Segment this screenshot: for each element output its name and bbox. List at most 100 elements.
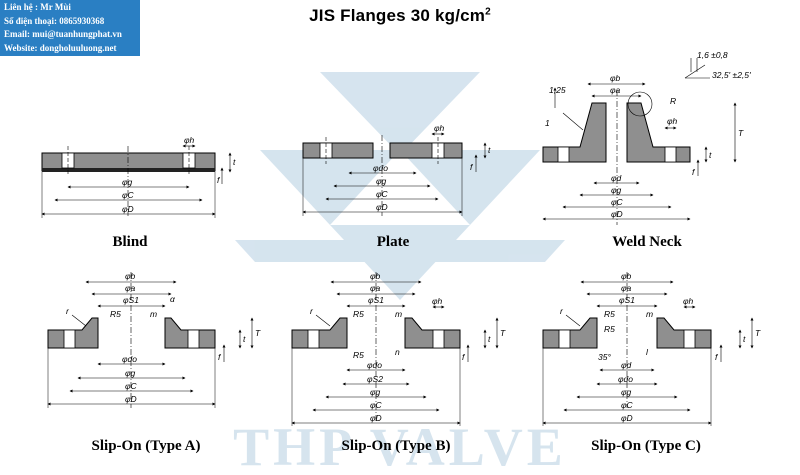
slipon-a-dim-S1: φS1 [123, 295, 139, 305]
slipon-b-dim-do: φdo [367, 360, 382, 370]
slipon-b-dim-h: φh [432, 296, 443, 306]
slipon-b-dim-b: φb [370, 271, 381, 281]
plate-dim-h: φh [434, 123, 445, 133]
weldneck-dim-T: T [738, 128, 744, 138]
slipon-c-dim-C: φC [621, 400, 634, 410]
slipon-a-dim-r: r [66, 306, 70, 316]
weldneck-dim-g: φg [611, 185, 622, 195]
weld-neck-label: Weld Neck [612, 234, 682, 250]
blind-dim-h: φh [184, 135, 195, 145]
plate-dim-g: φg [376, 176, 387, 186]
slipon-b-dim-T: T [500, 328, 506, 338]
slipon-c-dim-m: m [646, 309, 653, 319]
contact-website[interactable]: Website: dongholuuluong.net [4, 42, 117, 53]
slipon-a-dim-f: f [218, 352, 222, 362]
slipon-a-dim-g: φg [125, 368, 136, 378]
plate-label: Plate [377, 234, 410, 250]
slipon-b-dim-S2: φS2 [367, 374, 383, 384]
weldneck-dim-gap: 1,6 ±0,8 [697, 50, 728, 60]
contact-phone: Số điện thoại: 0865930368 [4, 15, 105, 26]
weldneck-dim-b: φb [610, 73, 621, 83]
slipon-c-dim-l: l [646, 347, 649, 357]
weldneck-dim-C: φC [611, 197, 624, 207]
slip-on-type-a-label: Slip-On (Type A) [92, 438, 201, 454]
blind-label: Blind [112, 234, 148, 250]
blind-dim-f: f [217, 175, 221, 185]
slipon-a-dim-do: φdo [122, 354, 137, 364]
slipon-b-dim-m: m [395, 309, 402, 319]
weldneck-dim-angle: 32,5' ±2,5' [712, 70, 751, 80]
weldneck-dim-1: 1 [545, 118, 550, 128]
slipon-b-dim-R5a: R5 [353, 309, 364, 319]
slipon-b-dim-n: n [395, 347, 400, 357]
weldneck-dim-t: t [709, 150, 712, 160]
blind-flange-drawing [41, 144, 232, 218]
slipon-c-dim-h: φh [683, 296, 694, 306]
slipon-c-dim-D: φD [621, 413, 633, 423]
slipon-c-dim-T: T [755, 328, 761, 338]
slipon-c-dim-t: t [743, 334, 746, 344]
blind-dim-t: t [233, 157, 236, 167]
slipon-c-dim-r: r [560, 306, 564, 316]
slipon-b-dim-a: φa [370, 283, 381, 293]
slipon-a-dim-D: φD [125, 394, 137, 404]
weldneck-dim-a: φa [610, 85, 621, 95]
weldneck-dim-R: R [670, 96, 676, 106]
slipon-c-dim-f: f [715, 352, 719, 362]
watermark-logo [235, 72, 565, 300]
slip-on-type-a-drawing [47, 272, 254, 408]
title-text: JIS Flanges 30 kg/cm [309, 6, 486, 25]
page-title: JIS Flanges 30 kg/cm2 [0, 6, 800, 26]
contact-email[interactable]: Email: mui@tuanhungphat.vn [4, 29, 122, 39]
slipon-a-dim-alpha: α [170, 294, 176, 304]
slipon-b-dim-C: φC [370, 400, 383, 410]
slipon-c-dim-g: φg [621, 387, 632, 397]
slip-on-type-b-label: Slip-On (Type B) [342, 438, 451, 454]
slipon-a-dim-a: φa [125, 283, 136, 293]
slipon-a-dim-C: φC [125, 381, 138, 391]
plate-dim-D: φD [376, 202, 388, 212]
slipon-b-dim-f: f [462, 352, 466, 362]
weldneck-dim-h: φh [667, 116, 678, 126]
slipon-a-dim-b: φb [125, 271, 136, 281]
blind-dim-D: φD [122, 204, 134, 214]
title-superscript: 2 [485, 6, 491, 18]
slip-on-type-c-drawing [542, 272, 754, 426]
weldneck-dim-D: φD [611, 209, 623, 219]
plate-dim-do: φdo [373, 163, 388, 173]
weld-neck-flange-drawing [542, 58, 737, 225]
slipon-c-dim-R5b: R5 [604, 324, 615, 334]
slipon-a-dim-m: m [150, 309, 157, 319]
weldneck-dim-d: φd [611, 173, 622, 183]
slipon-c-dim-b: φb [621, 271, 632, 281]
slipon-a-dim-t: t [243, 334, 246, 344]
watermark-text: THP VALVE [233, 417, 567, 475]
slipon-b-dim-S1: φS1 [368, 295, 384, 305]
blind-dim-g: φg [122, 177, 133, 187]
blind-dim-C: φC [122, 190, 135, 200]
slipon-c-dim-S1: φS1 [619, 295, 635, 305]
plate-dim-C: φC [376, 189, 389, 199]
slipon-b-dim-g: φg [370, 387, 381, 397]
slipon-a-dim-R5: R5 [110, 309, 121, 319]
slipon-b-dim-R5b: R5 [353, 350, 364, 360]
slipon-c-dim-a: φa [621, 283, 632, 293]
plate-dim-f: f [470, 162, 474, 172]
slipon-c-dim-d: φd [621, 360, 632, 370]
slipon-b-dim-r: r [310, 306, 314, 316]
slipon-c-dim-angle: 35° [598, 352, 611, 362]
slipon-c-dim-do: φdo [618, 374, 633, 384]
weldneck-dim-f: f [692, 167, 696, 177]
contact-box: Liên hệ : Mr Mùi Số điện thoại: 08659303… [0, 0, 140, 56]
plate-flange-drawing [302, 132, 487, 216]
plate-dim-t: t [488, 145, 491, 155]
contact-name: Liên hệ : Mr Mùi [4, 2, 71, 12]
slipon-b-dim-t: t [488, 334, 491, 344]
weldneck-dim-step: 1,25 [549, 85, 566, 95]
slipon-a-dim-T: T [255, 328, 261, 338]
slip-on-type-b-drawing [291, 272, 499, 426]
slipon-c-dim-R5a: R5 [604, 309, 615, 319]
slipon-b-dim-D: φD [370, 413, 382, 423]
slip-on-type-c-label: Slip-On (Type C) [591, 438, 701, 454]
